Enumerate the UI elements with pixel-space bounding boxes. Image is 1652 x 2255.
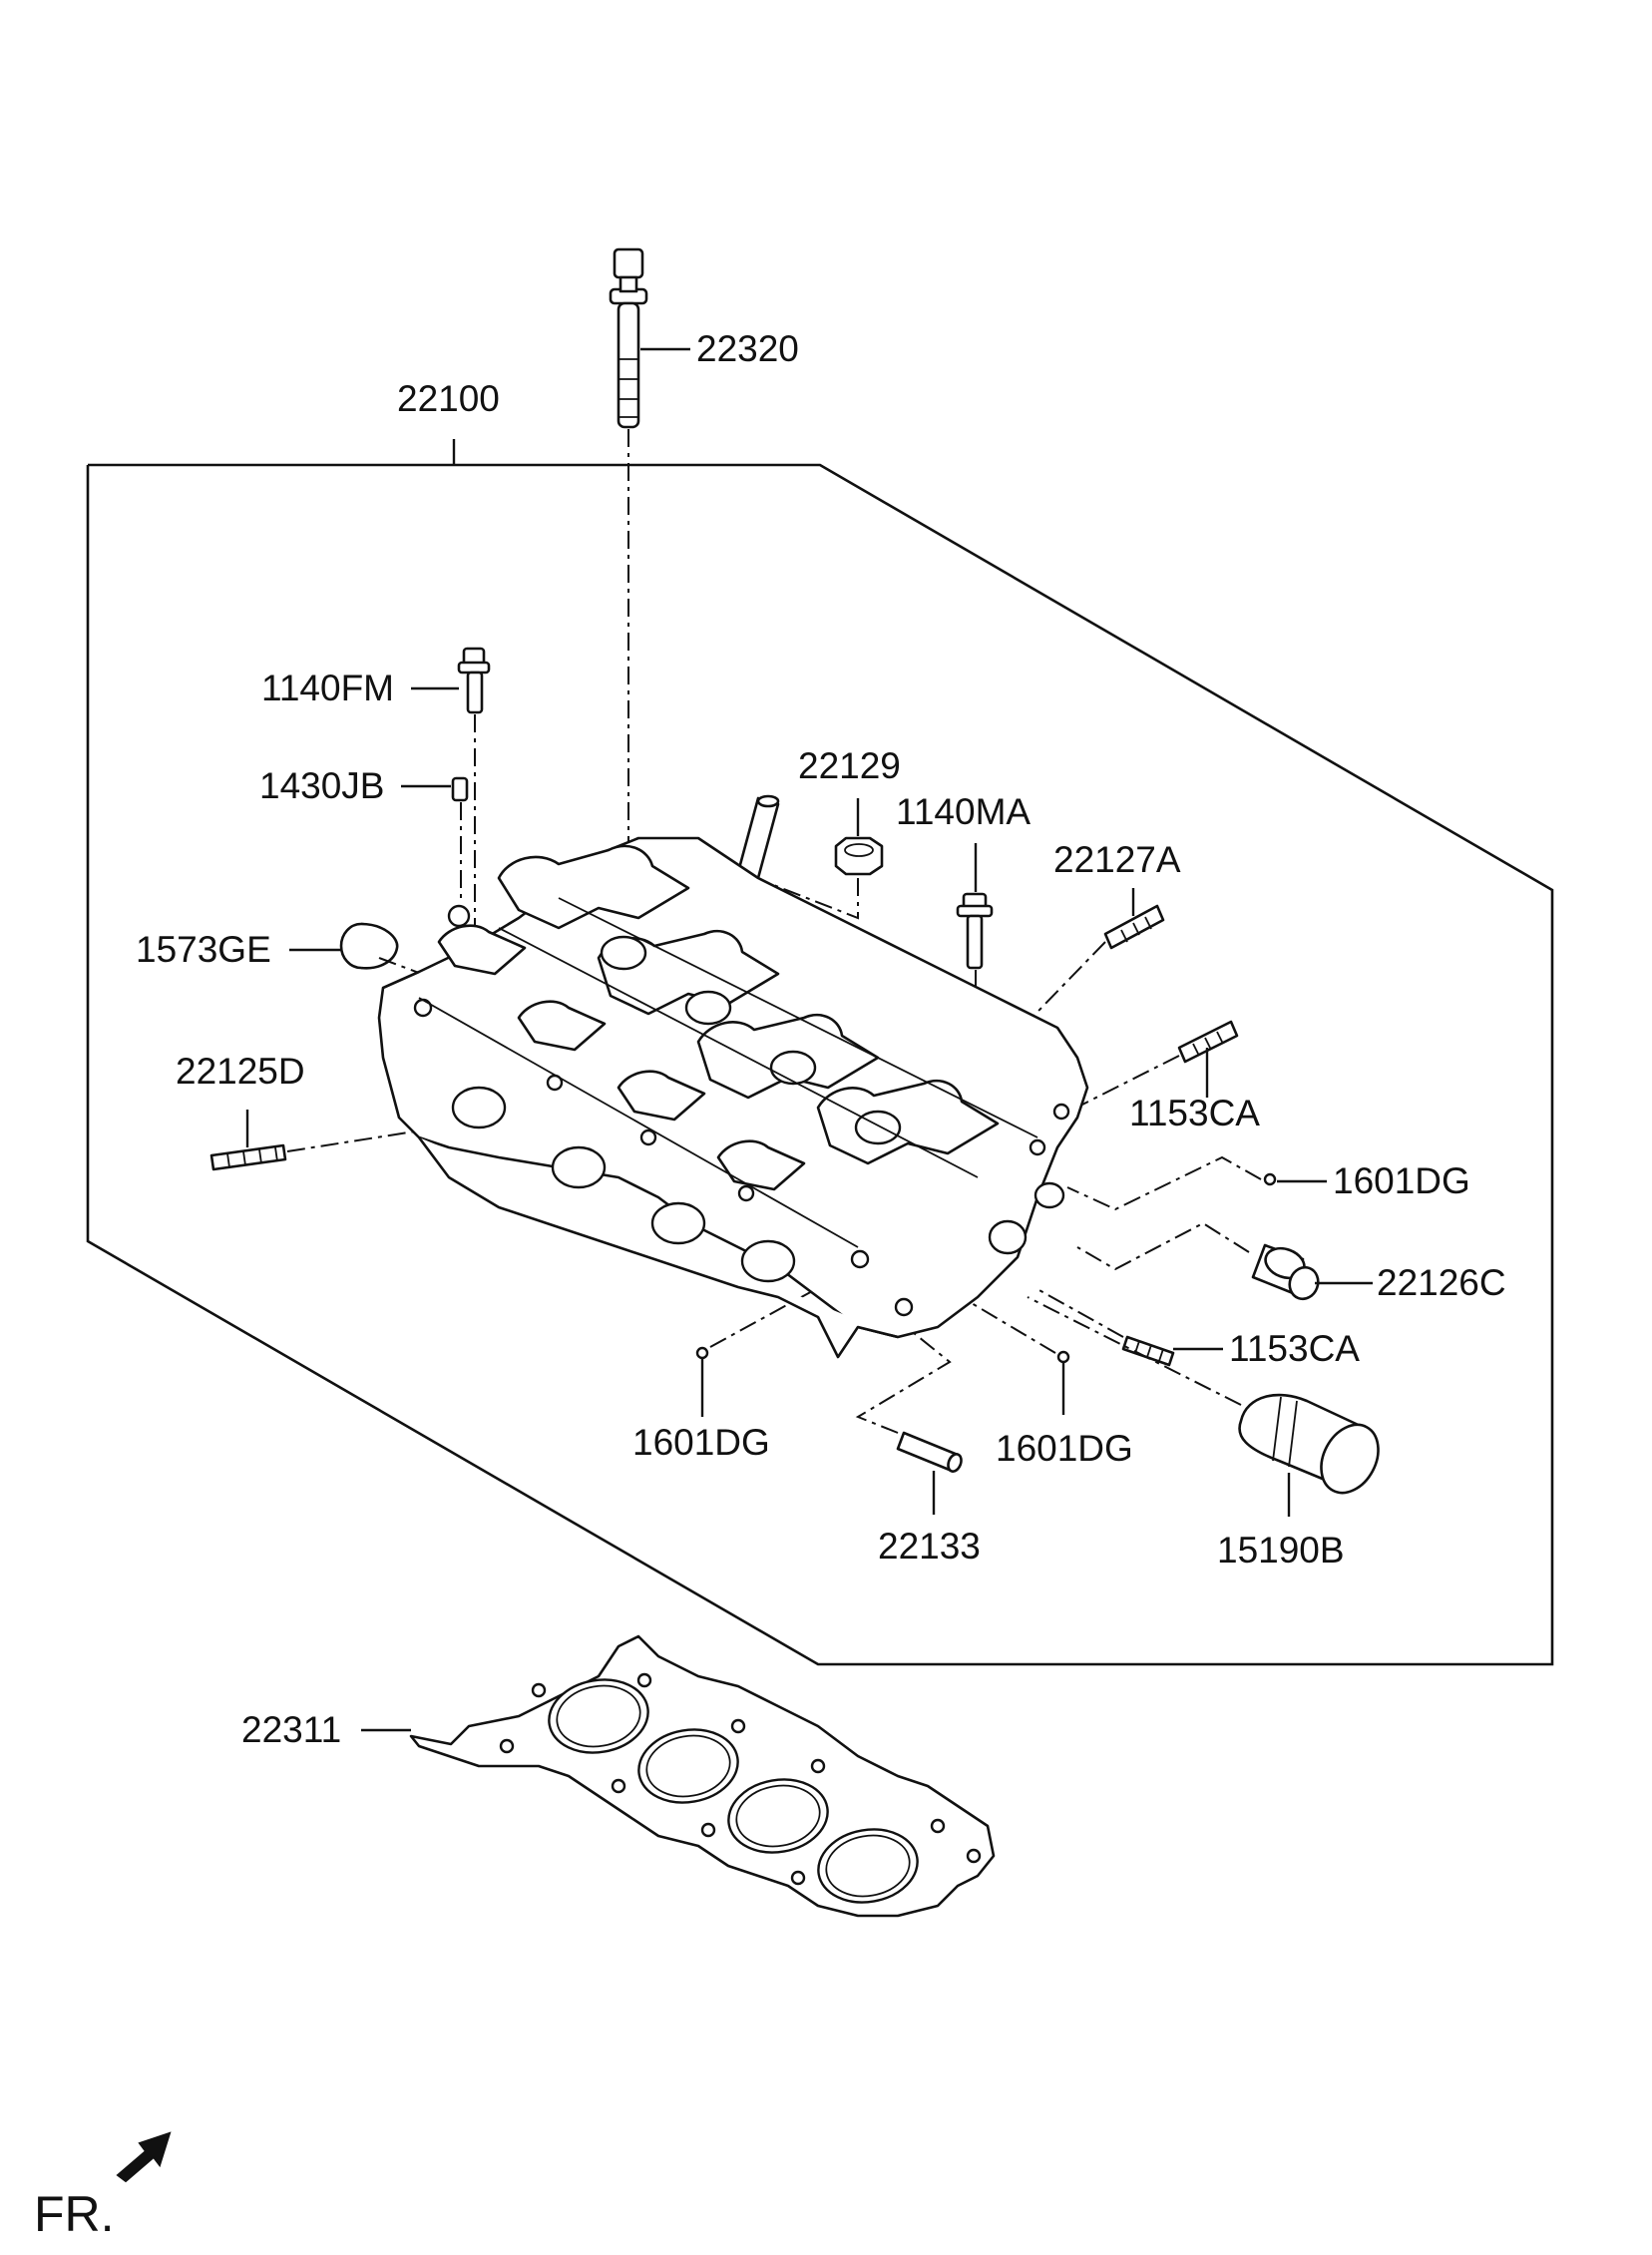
part-label-1140MA: 1140MA (896, 791, 1031, 832)
flange-bolt-icon (457, 647, 491, 714)
part-label-22133: 22133 (878, 1526, 981, 1567)
part-label-15190B: 15190B (1217, 1530, 1345, 1571)
cylinder-head-icon (377, 836, 1089, 1359)
part-label-1140FM: 1140FM (261, 668, 394, 708)
part-label-1430JB: 1430JB (259, 765, 385, 806)
part-label-22311: 22311 (241, 1709, 341, 1750)
assembly-outline (86, 439, 1554, 1666)
cap-plug-icon (339, 922, 399, 970)
stud-icon (1121, 1335, 1175, 1367)
guide-pin-icon (736, 794, 780, 880)
drain-plug-icon (834, 836, 884, 876)
dowel-dot-icon (695, 1346, 709, 1360)
part-label-22127A: 22127A (1053, 839, 1181, 880)
part-label-22126C: 22126C (1377, 1262, 1506, 1303)
part-label-1601DG-left: 1601DG (632, 1422, 770, 1463)
dowel-pin-icon (896, 1431, 963, 1473)
direction-arrow-icon (116, 2131, 172, 2183)
stud-icon (209, 1143, 287, 1171)
mounting-bolt-icon (956, 892, 994, 970)
part-label-1601DG-right: 1601DG (1333, 1160, 1470, 1201)
cam-sleeve-icon (1238, 1393, 1380, 1495)
part-label-1601DG-mid: 1601DG (996, 1428, 1133, 1469)
direction-label: FR. (34, 2186, 115, 2242)
stud-icon (1177, 1020, 1239, 1064)
gasket-icon (409, 1634, 996, 1918)
head-bolt-icon (609, 247, 648, 429)
dowel-dot-icon (1056, 1350, 1070, 1364)
part-label-22129: 22129 (798, 745, 901, 786)
sleeve-icon (1251, 1243, 1320, 1301)
part-label-22125D: 22125D (176, 1051, 305, 1092)
part-label-1573GE: 1573GE (136, 929, 271, 970)
part-label-1153CA-top: 1153CA (1129, 1093, 1260, 1133)
part-label-22320: 22320 (696, 328, 799, 369)
dowel-dot-icon (1263, 1172, 1277, 1186)
part-label-1153CA-bottom: 1153CA (1229, 1328, 1360, 1369)
part-label-22100: 22100 (397, 378, 500, 419)
stud-icon (1103, 904, 1165, 950)
dowel-pin-icon (451, 776, 469, 802)
